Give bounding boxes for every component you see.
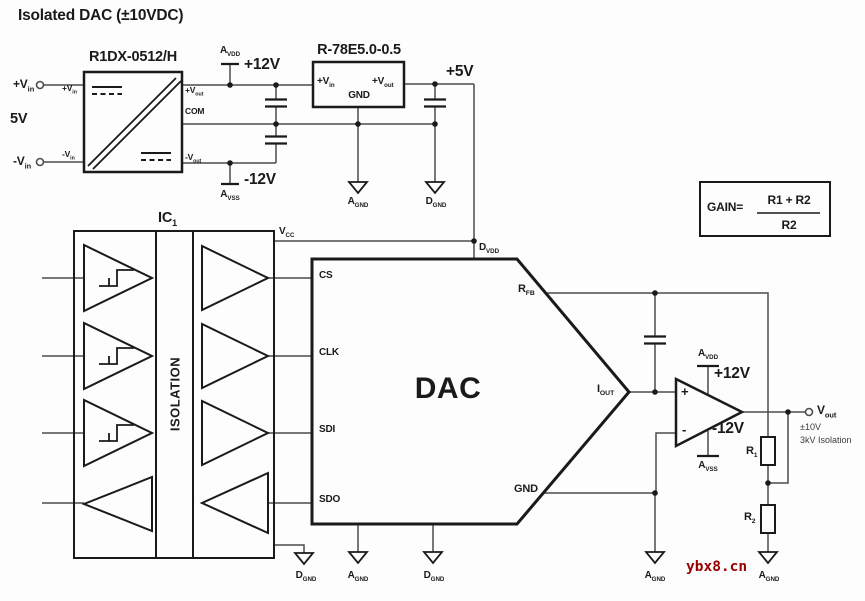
dac-pin-sdi: SDI	[319, 424, 336, 435]
regulator-part-number: R-78E5.0-0.5	[317, 42, 401, 58]
opamp-symbol	[674, 376, 745, 449]
converter-pin-vout-neg: -Vout	[185, 152, 202, 165]
gain-equation-denominator: R2	[781, 218, 797, 232]
regulator-pin-gnd: GND	[348, 90, 370, 101]
dac-pin-rfb: RFB	[518, 283, 535, 298]
avss-rail-label: AVSS	[220, 189, 240, 202]
dac-pin-iout: IOUT	[597, 383, 615, 398]
regulator-pin-vin: +Vin	[317, 76, 335, 89]
resistor-r2	[760, 504, 776, 534]
dvdd-pin-label: DVDD	[479, 242, 500, 255]
dac-symbol	[310, 257, 631, 526]
plus5v-label: +5V	[446, 63, 474, 80]
isolation-label: ISOLATION	[167, 356, 183, 432]
input-voltage-label: 5V	[10, 111, 28, 127]
gain-equation-numerator: R1 + R2	[767, 193, 811, 207]
output-agnd-label: AGND	[758, 570, 780, 583]
dac-pin-clk: CLK	[319, 347, 339, 358]
regulator-pin-vout: +Vout	[372, 76, 394, 89]
r1-designator: R1	[746, 445, 758, 460]
schmitt-hysteresis-icon	[99, 269, 134, 442]
dac-pin-gnd: GND	[514, 483, 538, 495]
junction-dots	[227, 81, 791, 496]
minus12v-label: -12V	[244, 171, 276, 188]
supply-rail-bars	[221, 62, 719, 458]
converter-pin-vin-neg: -Vin	[62, 149, 75, 162]
gain-equation-lhs: GAIN=	[707, 200, 744, 214]
avdd-rail-label: AVDD	[219, 45, 241, 58]
dac-pin-cs: CS	[319, 270, 333, 281]
converter-pin-vin-pos: +Vin	[62, 83, 77, 96]
vout-spec-voltage: ±10V	[800, 422, 821, 432]
r2-designator: R2	[744, 511, 756, 526]
opamp-avss-label: AVSS	[698, 460, 718, 473]
converter-part-number: R1DX-0512/H	[88, 49, 178, 65]
opamp-plus12v-label: +12V	[714, 365, 750, 382]
opamp-minus12v-label: -12V	[712, 420, 744, 437]
dac-pin-sdo: SDO	[319, 494, 341, 505]
gain-formula-box	[699, 181, 831, 237]
vout-terminal-label: Vout	[817, 403, 837, 420]
opamp-agnd-label: AGND	[644, 570, 666, 583]
input-pos-label: +Vin	[13, 77, 35, 94]
watermark: ybx8.cn	[686, 559, 748, 575]
ground-symbols	[293, 181, 779, 566]
vout-spec-isolation: 3kV Isolation	[800, 435, 852, 445]
regulator-agnd-label: AGND	[347, 196, 369, 209]
wires	[42, 64, 806, 553]
dac-name: DAC	[414, 372, 482, 405]
page-title: Isolated DAC (±10VDC)	[18, 7, 184, 24]
ic1-isolator-symbol	[73, 230, 275, 559]
opamp-inverting-input-label: -	[682, 422, 687, 437]
regulator-symbol	[311, 60, 406, 109]
dac-dgnd-label: DGND	[423, 570, 445, 583]
input-neg-label: -Vin	[13, 154, 32, 171]
dcdc-converter-symbol	[82, 70, 184, 174]
ic1-dgnd-label: DGND	[295, 570, 317, 583]
opamp-noninverting-input-label: +	[681, 384, 689, 399]
dac-agnd-label: AGND	[347, 570, 369, 583]
capacitor-plates	[265, 98, 666, 345]
terminal-circles	[35, 80, 814, 417]
resistor-r1	[760, 436, 776, 466]
regulator-dgnd-label: DGND	[425, 196, 447, 209]
converter-pin-vout-pos: +Vout	[185, 85, 204, 98]
opamp-avdd-label: AVDD	[697, 348, 719, 361]
vcc-pin-label: VCC	[279, 226, 295, 239]
converter-pin-com: COM	[185, 106, 205, 116]
ic1-designator: IC1	[158, 210, 178, 228]
plus12v-label: +12V	[244, 56, 280, 73]
